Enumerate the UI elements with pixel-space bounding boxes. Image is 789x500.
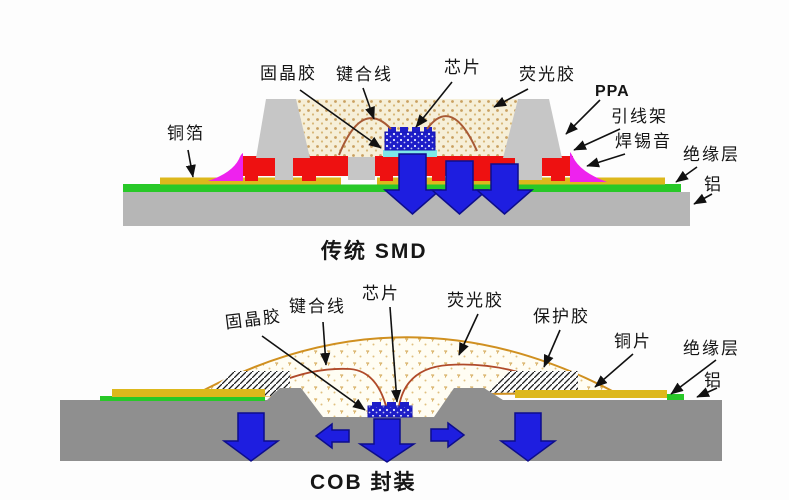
label-lead-frame: 引线架: [611, 107, 668, 126]
label-ppa: PPA: [595, 83, 630, 100]
cob-bond-wire-left: [267, 367, 387, 407]
cob-insulation-left: [100, 396, 265, 401]
smd-heat-arrows: [383, 153, 534, 215]
leader-smd-chip: [415, 81, 453, 128]
cob-copper-sheet-right: [515, 390, 667, 398]
smd-chip-top-tabs: [388, 127, 432, 132]
smd-solder-right: [570, 152, 607, 182]
label-smd-aluminum: 铝: [704, 175, 723, 194]
cob-title: COB 封装: [310, 471, 417, 494]
smd-chip: [384, 131, 436, 151]
smd-bond-wire-right: [426, 115, 478, 152]
cob-heat-arrows: [221, 412, 558, 463]
label-cob-insulation-layer: 绝缘层: [683, 339, 740, 358]
label-cob-phosphor-glue: 荧光胶: [447, 291, 504, 310]
label-smd-die-attach-glue: 固晶胶: [260, 64, 317, 83]
cob-heat-arrow-down-left: [221, 412, 281, 462]
label-cob-chip: 芯片: [362, 284, 400, 303]
label-cob-bonding-wire: 键合线: [289, 297, 346, 316]
leader-smd-aluminum: [693, 193, 713, 205]
cob-diagram: [60, 336, 722, 463]
smd-diagram: [123, 99, 690, 226]
leader-arrows: [185, 81, 718, 411]
smd-ppa-housing-left: [256, 99, 310, 158]
cob-chip-top-tabs: [372, 402, 409, 407]
label-smd-chip: 芯片: [444, 58, 482, 77]
label-solder: 焊锡音: [615, 132, 672, 151]
cob-heat-arrow-left: [314, 422, 350, 450]
smd-copper-foil-gap: [341, 177, 377, 185]
cob-heat-arrow-down-right: [498, 412, 558, 462]
leader-cob-aluminum: [696, 387, 718, 398]
leader-copper-foil: [185, 149, 196, 178]
label-cob-aluminum: 铝: [704, 371, 723, 390]
leader-smd-insulation: [675, 166, 698, 183]
label-copper-sheet: 铜片: [614, 332, 652, 351]
leader-smd-die-attach: [299, 89, 382, 149]
smd-bond-wire-left: [338, 117, 392, 156]
smd-heat-arrow-3: [475, 163, 534, 215]
label-smd-copper-foil: 铜箔: [167, 124, 205, 143]
leader-lead-frame: [573, 128, 621, 151]
leader-solder: [586, 153, 626, 168]
leader-smd-phosphor: [493, 88, 529, 108]
smd-solder-left: [208, 153, 243, 181]
cob-heat-arrow-right: [430, 421, 466, 449]
label-smd-bonding-wire: 键合线: [336, 65, 393, 84]
cob-copper-sheet-left: [112, 389, 265, 397]
smd-heat-arrow-1: [383, 153, 442, 215]
leader-smd-bond-wire: [362, 87, 375, 120]
smd-housing-feet: [275, 157, 542, 180]
leader-cob-chip: [389, 306, 402, 403]
cob-heat-arrow-down-center: [357, 418, 417, 463]
smd-ppa-housing-right: [503, 99, 562, 158]
leader-cob-phosphor: [458, 313, 479, 356]
leader-ppa: [565, 99, 601, 135]
label-smd-insulation-layer: 绝缘层: [683, 145, 740, 164]
label-smd-phosphor-glue: 荧光胶: [519, 65, 576, 84]
leader-cob-die-attach: [261, 335, 366, 411]
leader-cob-insulation: [670, 359, 717, 395]
cob-insulation-right: [667, 394, 684, 400]
label-protective-glue: 保护胶: [533, 307, 590, 326]
cob-chip: [367, 405, 413, 418]
leader-cob-bond-wire: [320, 321, 331, 366]
leader-copper-sheet: [594, 353, 634, 388]
leader-protective-glue: [543, 329, 561, 368]
smd-heat-arrow-2: [430, 160, 489, 215]
smd-title: 传统 SMD: [321, 240, 428, 263]
cob-protective-glue-right: [487, 371, 578, 393]
